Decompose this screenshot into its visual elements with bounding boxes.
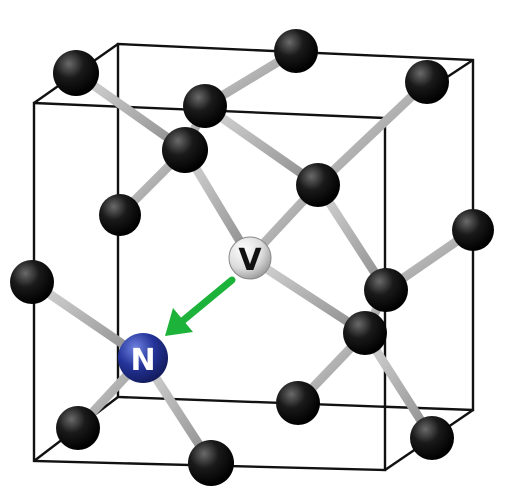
carbon-atom (364, 268, 408, 312)
nitrogen-atom (118, 333, 168, 383)
carbon-atom (56, 406, 100, 450)
carbon-atom (162, 127, 208, 173)
carbon-atom (10, 260, 54, 304)
nitrogen-label: N (130, 343, 155, 378)
nitrogen-site: N (118, 333, 168, 383)
carbon-atom (274, 29, 318, 73)
carbon-atoms (10, 29, 494, 486)
arrow-shaft (176, 276, 236, 327)
carbon-atom (53, 50, 99, 96)
carbon-atom (343, 311, 387, 355)
vacancy-label: V (238, 243, 262, 278)
bond (245, 253, 370, 338)
carbon-atom (188, 440, 234, 486)
bond (313, 77, 432, 190)
carbon-atom (452, 209, 494, 251)
carbon-atom (276, 381, 320, 425)
vacancy-atom (228, 236, 272, 280)
bond (200, 101, 323, 190)
arrow-head (165, 308, 193, 336)
carbon-atom (296, 163, 340, 207)
carbon-atom (405, 60, 449, 104)
vacancy-site: V (228, 236, 272, 280)
carbon-atom (99, 194, 141, 236)
transition-arrow (165, 276, 236, 336)
carbon-atom (183, 84, 227, 128)
carbon-atom (410, 416, 454, 460)
